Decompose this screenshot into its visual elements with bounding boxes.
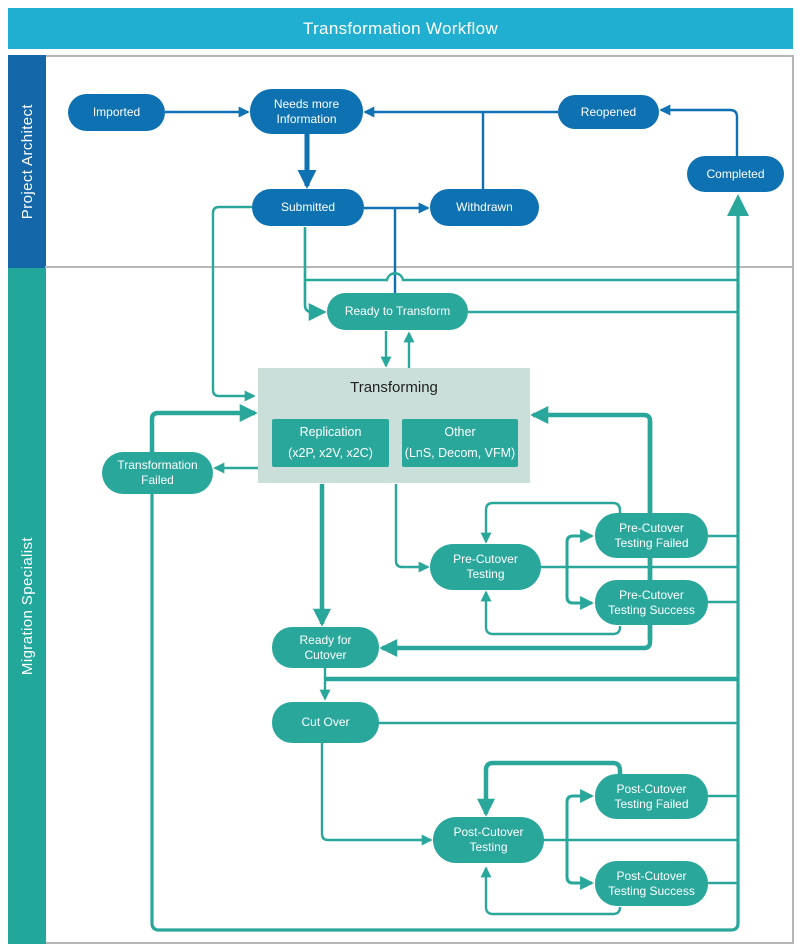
edges-blue <box>165 104 739 293</box>
diagram-title: Transformation Workflow <box>303 18 498 38</box>
node-cut-over: Cut Over <box>272 702 379 743</box>
node-post-cutover-testing: Post-Cutover Testing <box>433 817 544 863</box>
edges-teal <box>149 205 740 932</box>
arrow-into-completed <box>727 194 749 216</box>
node-reopened: Reopened <box>558 95 659 129</box>
node-pre-cutover-testing-failed: Pre-Cutover Testing Failed <box>595 513 708 558</box>
node-withdrawn: Withdrawn <box>430 189 539 226</box>
node-post-cutover-testing-success: Post-Cutover Testing Success <box>595 861 708 906</box>
node-pre-cutover-testing-success: Pre-Cutover Testing Success <box>595 580 708 625</box>
node-completed: Completed <box>687 156 784 192</box>
node-ready-to-transform: Ready to Transform <box>327 293 468 330</box>
node-replication: Replication (x2P, x2V, x2C) <box>272 419 389 467</box>
node-ready-for-cutover: Ready for Cutover <box>272 627 379 668</box>
node-imported: Imported <box>68 94 165 131</box>
node-transformation-failed: Transformation Failed <box>102 452 213 494</box>
node-needs-more-information: Needs more Information <box>250 89 363 134</box>
lane-project-architect: Project Architect <box>8 55 46 268</box>
lane-migration-specialist: Migration Specialist <box>8 268 46 944</box>
node-other: Other (LnS, Decom, VFM) <box>402 419 518 467</box>
node-transforming-label: Transforming <box>350 379 438 396</box>
node-submitted: Submitted <box>252 189 364 226</box>
node-pre-cutover-testing: Pre-Cutover Testing <box>430 544 541 590</box>
diagram-title-bar: Transformation Workflow <box>8 8 793 49</box>
node-post-cutover-testing-failed: Post-Cutover Testing Failed <box>595 774 708 819</box>
